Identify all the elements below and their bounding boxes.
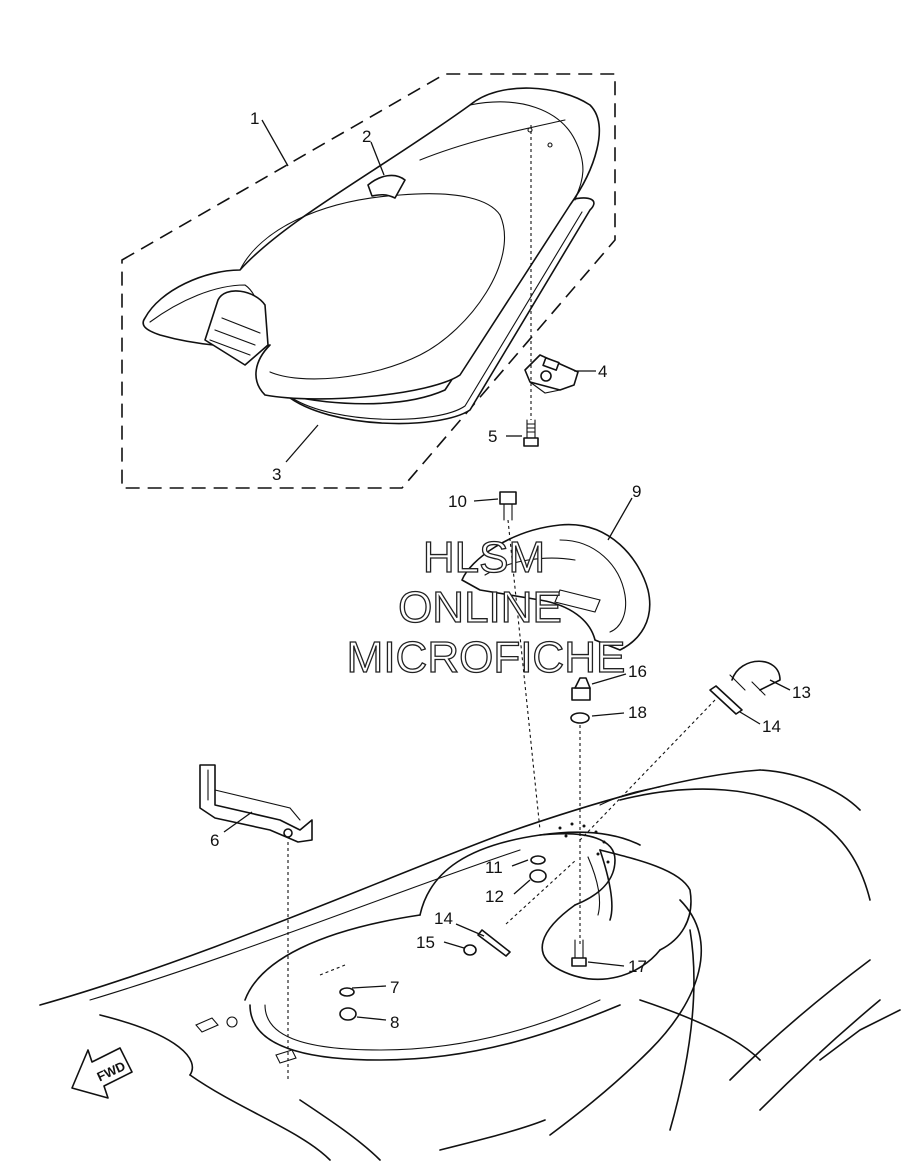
- bolt-10: [499, 491, 517, 521]
- bolt-5: [523, 419, 539, 447]
- washer-11: [530, 855, 546, 865]
- washer-7: [339, 987, 355, 997]
- callout-11: 11: [485, 858, 503, 877]
- watermark-line-2: ONLINE: [398, 583, 562, 632]
- callout-7: 7: [390, 978, 399, 997]
- nut-15: [463, 944, 477, 956]
- callout-14-upper: 14: [762, 717, 781, 736]
- callout-10: 10: [448, 492, 467, 511]
- hull-deck: [39, 769, 901, 1161]
- callout-15: 15: [416, 933, 435, 952]
- watermark-line-3: MICROFICHE: [347, 633, 626, 682]
- callout-3: 3: [272, 465, 281, 484]
- pin-14-upper: [709, 685, 743, 715]
- seat-strap: [367, 174, 406, 199]
- callout-13: 13: [792, 683, 811, 702]
- leader-lines: [223, 119, 791, 1021]
- callout-6: 6: [210, 831, 219, 850]
- callout-2: 2: [362, 127, 371, 146]
- storage-tray: [461, 523, 651, 651]
- bracket-6: [199, 764, 313, 843]
- seat-assembly-outline: [121, 73, 616, 489]
- callout-9: 9: [632, 482, 641, 501]
- callout-18: 18: [628, 703, 647, 722]
- nut-12: [529, 869, 547, 883]
- watermark: HLSM ONLINE MICROFICHE: [346, 532, 626, 682]
- washer-18: [570, 712, 590, 724]
- latch-bracket: [524, 354, 579, 394]
- callout-4: 4: [598, 362, 607, 381]
- u-bolt-13: [729, 660, 781, 696]
- bolt-17: [571, 939, 587, 967]
- fwd-arrow: FWD: [71, 1047, 133, 1099]
- callout-16: 16: [628, 662, 647, 681]
- nut-16: [571, 677, 591, 701]
- perforation-dots: [558, 822, 610, 864]
- callout-8: 8: [390, 1013, 399, 1032]
- callout-17: 17: [628, 957, 647, 976]
- pin-14-lower: [477, 929, 511, 957]
- callout-1: 1: [250, 109, 259, 128]
- callout-14-lower: 14: [434, 909, 453, 928]
- seat-assembly: [142, 87, 600, 425]
- nut-8: [339, 1007, 357, 1021]
- seat-base: [285, 197, 595, 425]
- callout-12: 12: [485, 887, 504, 906]
- watermark-line-1: HLSM: [423, 533, 545, 582]
- callout-labels: 1 2 3 4 5 6 7 8 9 10 11 12 13 14 14 15 1…: [210, 109, 811, 1032]
- callout-5: 5: [488, 427, 497, 446]
